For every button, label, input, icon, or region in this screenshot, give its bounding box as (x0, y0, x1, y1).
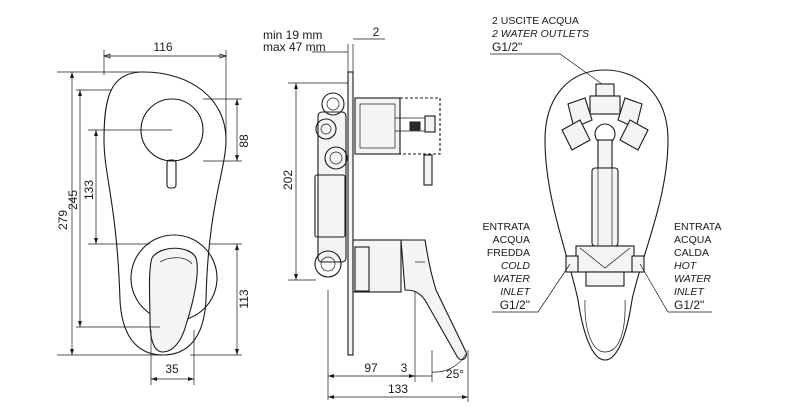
side-diverter-cover (399, 97, 441, 155)
svg-text:WATER: WATER (493, 273, 530, 285)
depth-max-label: max 47 mm (263, 40, 326, 54)
svg-text:ACQUA: ACQUA (674, 234, 711, 246)
svg-text:ACQUA: ACQUA (493, 234, 530, 246)
side-lever (400, 239, 467, 361)
svg-text:ENTRATA: ENTRATA (674, 221, 721, 233)
rear-plate-outline (544, 69, 669, 361)
svg-text:ENTRATA: ENTRATA (483, 221, 530, 233)
depth-min-label: min 19 mm (263, 28, 322, 42)
svg-text:INLET: INLET (674, 286, 705, 298)
rear-body (591, 167, 619, 247)
dim-2-label: 2 (373, 25, 380, 39)
dim-245-label: 245 (66, 190, 80, 210)
dim-202-label: 202 (281, 170, 295, 190)
side-diverter-box (354, 97, 401, 155)
svg-text:CALDA: CALDA (674, 247, 709, 259)
rear-view: 2 USCITE ACQUA 2 WATER OUTLETS G1/2" ENT… (483, 15, 721, 361)
outlets-label-it: 2 USCITE ACQUA (492, 15, 579, 27)
svg-text:FREDDA: FREDDA (487, 247, 530, 259)
side-lower-upper-fitting (324, 146, 348, 170)
dim-113-label: 113 (237, 289, 251, 308)
side-inlet-fitting (314, 250, 342, 278)
rear-cartridge-base (585, 271, 625, 287)
dim-angle-label: 25° (446, 367, 464, 381)
svg-text:G1/2": G1/2" (500, 298, 530, 312)
rear-outlet-body (589, 95, 621, 115)
side-diverter-stem (424, 115, 436, 133)
side-valve-body (317, 111, 347, 263)
side-knob-pin (423, 154, 433, 186)
svg-text:G1/2": G1/2" (674, 298, 704, 312)
dim-133-side-label: 133 (388, 382, 408, 396)
front-knob-stem (166, 159, 177, 189)
dim-35-label: 35 (165, 362, 179, 376)
dim-width-label: 116 (153, 40, 172, 54)
rear-hot-inlet (631, 255, 645, 273)
front-lever-highlight (159, 257, 193, 265)
side-plate (347, 71, 354, 356)
outlets-label-en: 2 WATER OUTLETS (491, 28, 589, 40)
dim-88-label: 88 (237, 134, 251, 148)
side-upper-fitting (321, 92, 345, 116)
side-mid-fitting (315, 118, 337, 140)
side-body-section (314, 174, 346, 238)
rear-outlet-left (567, 97, 593, 129)
rear-boss-left (561, 119, 591, 151)
rear-outlet-top (595, 83, 615, 97)
dim-3-label: 3 (401, 361, 408, 375)
svg-text:INLET: INLET (500, 286, 531, 298)
rear-cold-inlet (565, 255, 579, 273)
rear-boss-right (619, 119, 649, 151)
rear-outlet-right (617, 97, 643, 129)
outlets-thread: G1/2" (492, 40, 522, 54)
rear-center-stem (597, 139, 613, 169)
svg-text:COLD: COLD (501, 260, 531, 272)
cold-inlet-label: ENTRATA ACQUA FREDDA COLD WATER INLET G1… (483, 221, 571, 313)
dim-total-height-label: 279 (56, 210, 70, 230)
svg-text:HOT: HOT (674, 260, 698, 272)
front-view: 116 279 245 133 88 113 (56, 40, 251, 385)
dim-133-front-label: 133 (82, 180, 96, 200)
svg-text:WATER: WATER (674, 273, 711, 285)
front-lever-handle (148, 247, 198, 353)
hot-inlet-label: ENTRATA ACQUA CALDA HOT WATER INLET G1/2… (639, 221, 721, 313)
side-view: min 19 mm max 47 mm 2 202 97 3 25° 133 (263, 25, 469, 402)
outlets-leader (490, 53, 603, 85)
side-cartridge (352, 239, 402, 293)
dim-97-label: 97 (364, 361, 378, 375)
